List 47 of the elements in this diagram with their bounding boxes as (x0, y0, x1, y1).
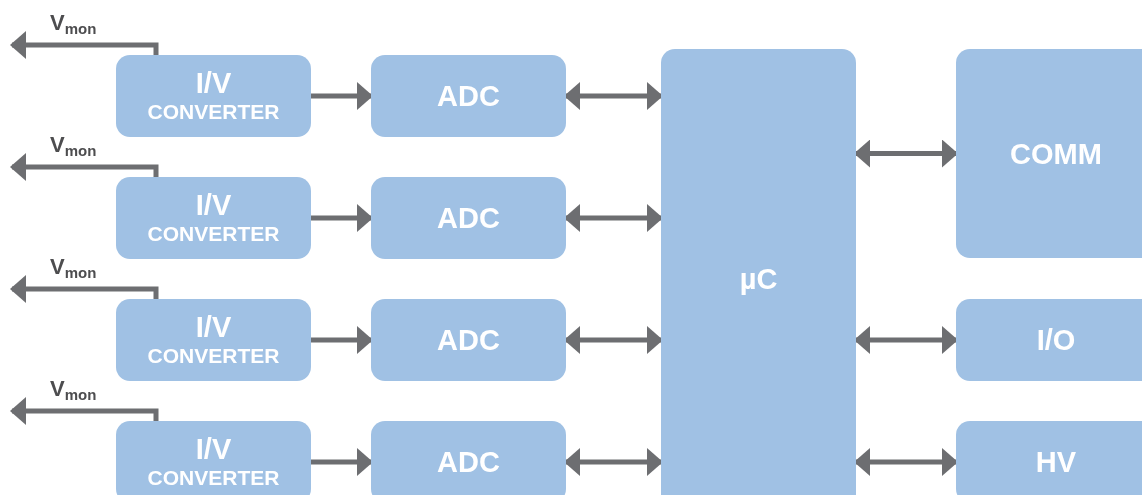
edge-label: V$_{mon}$ (50, 12, 97, 34)
block-label: ADC (437, 446, 500, 478)
block-box (661, 49, 856, 495)
arrow (311, 326, 373, 354)
edge-label: V$_{mon}$ (50, 134, 97, 156)
block-label: I/V (195, 67, 232, 99)
block-box (956, 299, 1142, 381)
block-box (371, 299, 566, 381)
block-box (116, 299, 311, 381)
edge-label: V$_{mon}$ (50, 256, 97, 278)
arrow (564, 326, 663, 354)
block-label: CONVERTER (147, 221, 280, 247)
arrow (311, 204, 373, 232)
block-label: CONVERTER (147, 465, 280, 491)
arrow (564, 204, 663, 232)
arrow (564, 82, 663, 110)
block-box (116, 177, 311, 259)
arrow (854, 139, 958, 168)
block-label: ADC (437, 202, 500, 234)
arrow (564, 448, 663, 476)
block-label: ADC (437, 324, 500, 356)
block-label: µC (739, 263, 778, 295)
block-box (371, 421, 566, 495)
block-label: I/V (195, 433, 232, 465)
block-label: I/V (195, 311, 232, 343)
arrow (311, 82, 373, 110)
block-label: COMM (1010, 137, 1102, 170)
block-label: I/O (1036, 324, 1076, 356)
arrow (10, 31, 159, 59)
arrow (10, 153, 159, 181)
block-box (956, 421, 1142, 495)
block-label: I/V (195, 189, 232, 221)
arrow (311, 448, 373, 476)
block-box (371, 177, 566, 259)
block-box (116, 55, 311, 137)
arrow (10, 275, 159, 303)
block-box (116, 421, 311, 495)
block-label: HV (1035, 446, 1077, 478)
arrow (854, 448, 958, 476)
block-label: CONVERTER (147, 343, 280, 369)
block-label: ADC (437, 80, 500, 112)
arrow (10, 397, 159, 425)
block-box (371, 55, 566, 137)
block-label: CONVERTER (147, 99, 280, 125)
block-box (956, 49, 1142, 258)
arrow (854, 326, 958, 354)
edge-label: V$_{mon}$ (50, 378, 97, 400)
